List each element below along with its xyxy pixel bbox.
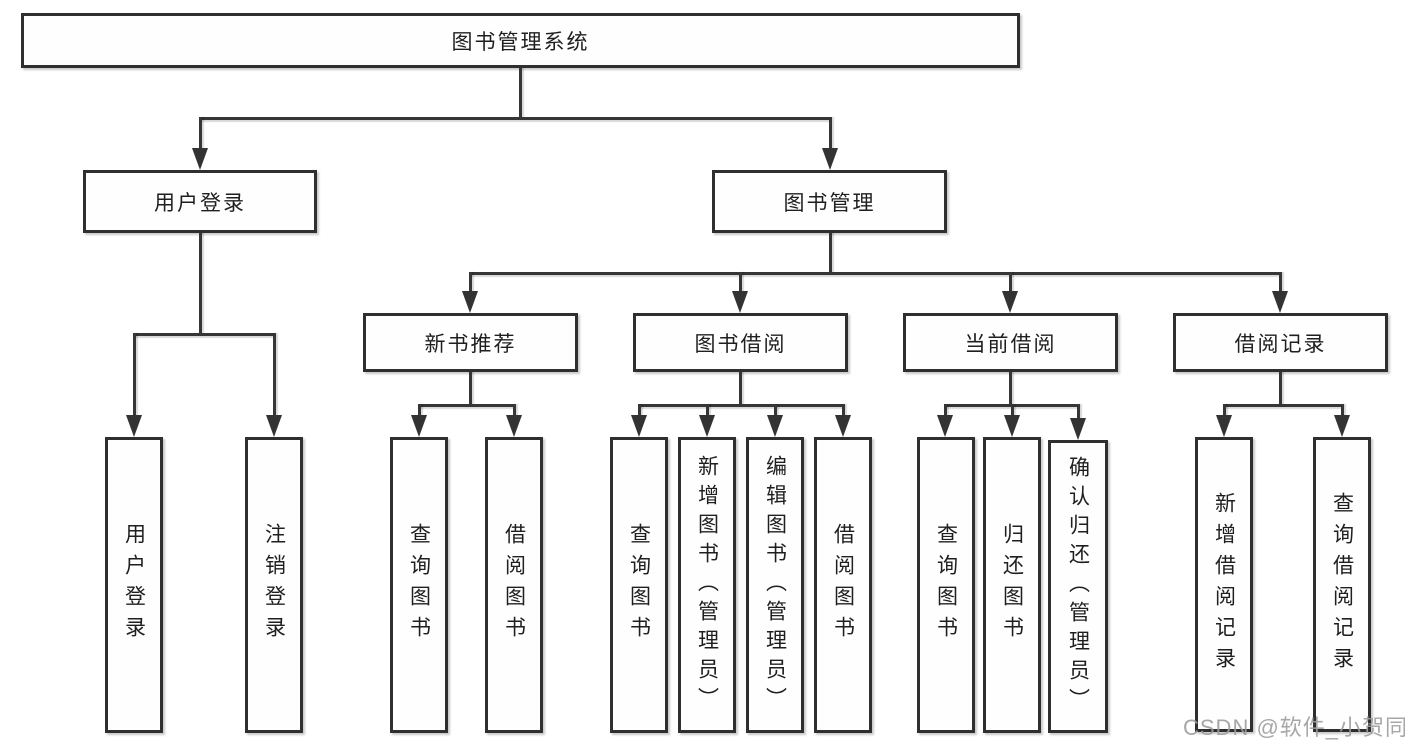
connector-line	[829, 233, 832, 275]
connector-line	[1009, 372, 1012, 407]
connector-line	[842, 404, 845, 418]
connector-line	[1223, 404, 1226, 418]
arrow-down-icon	[1070, 418, 1086, 440]
arrow-down-icon	[266, 415, 282, 437]
arrow-down-icon	[699, 415, 715, 437]
leaf-query-books: 查询图书	[917, 437, 975, 733]
connector-line	[1223, 404, 1344, 407]
connector-line	[1279, 372, 1282, 407]
arrow-down-icon	[192, 148, 208, 170]
connector-line	[469, 272, 472, 294]
connector-line	[199, 233, 202, 336]
connector-line	[469, 372, 472, 407]
arrow-down-icon	[937, 415, 953, 437]
arrow-down-icon	[411, 415, 427, 437]
leaf-edit-books-admin: 编辑图书（管理员）	[746, 437, 804, 733]
node-book-management: 图书管理	[712, 170, 947, 233]
connector-line	[1011, 404, 1014, 418]
node-current-borrowing: 当前借阅	[903, 313, 1118, 372]
node-user-login: 用户登录	[83, 170, 317, 233]
arrow-down-icon	[1216, 415, 1232, 437]
connector-line	[273, 333, 276, 417]
connector-line	[829, 117, 832, 152]
leaf-add-borrow-record: 新增借阅记录	[1195, 437, 1253, 732]
connector-line	[133, 333, 136, 417]
connector-line	[133, 333, 275, 336]
arrow-down-icon	[126, 415, 142, 437]
connector-line	[1279, 272, 1282, 294]
arrow-down-icon	[462, 291, 478, 313]
connector-line	[1009, 272, 1012, 294]
leaf-query-borrow-record: 查询借阅记录	[1313, 437, 1371, 732]
connector-line	[519, 68, 522, 118]
node-book-borrowing: 图书借阅	[633, 313, 848, 372]
leaf-borrow-books: 借阅图书	[814, 437, 872, 733]
leaf-user-login: 用户登录	[105, 437, 163, 733]
arrow-down-icon	[631, 415, 647, 437]
connector-line	[199, 117, 202, 152]
connector-line	[638, 404, 641, 418]
connector-line	[1077, 404, 1080, 420]
arrow-down-icon	[732, 291, 748, 313]
connector-line	[513, 404, 516, 418]
watermark: CSDN @软件_小贺同学	[1183, 715, 1405, 740]
leaf-query-books: 查询图书	[390, 437, 448, 733]
arrow-down-icon	[1334, 415, 1350, 437]
connector-line	[739, 372, 742, 407]
leaf-logout: 注销登录	[245, 437, 303, 733]
connector-line	[944, 404, 947, 418]
arrow-down-icon	[835, 415, 851, 437]
connector-line	[418, 404, 421, 418]
node-library-management-system: 图书管理系统	[21, 13, 1020, 68]
arrow-down-icon	[1272, 291, 1288, 313]
connector-line	[638, 404, 845, 407]
node-borrowing-records: 借阅记录	[1173, 313, 1388, 372]
leaf-query-books: 查询图书	[610, 437, 668, 733]
connector-line	[706, 404, 709, 418]
connector-line	[774, 404, 777, 418]
connector-line	[1341, 404, 1344, 418]
leaf-confirm-return-admin: 确认归还（管理员）	[1048, 440, 1108, 733]
connector-line	[469, 272, 1282, 275]
connector-line	[418, 404, 516, 407]
arrow-down-icon	[767, 415, 783, 437]
connector-line	[739, 272, 742, 294]
arrow-down-icon	[506, 415, 522, 437]
arrow-down-icon	[822, 148, 838, 170]
leaf-return-books: 归还图书	[983, 437, 1041, 733]
node-new-book-recommendation: 新书推荐	[363, 313, 578, 372]
arrow-down-icon	[1002, 291, 1018, 313]
leaf-borrow-books: 借阅图书	[485, 437, 543, 733]
leaf-add-books-admin: 新增图书（管理员）	[678, 437, 736, 733]
connector-line	[199, 117, 831, 120]
arrow-down-icon	[1004, 415, 1020, 437]
